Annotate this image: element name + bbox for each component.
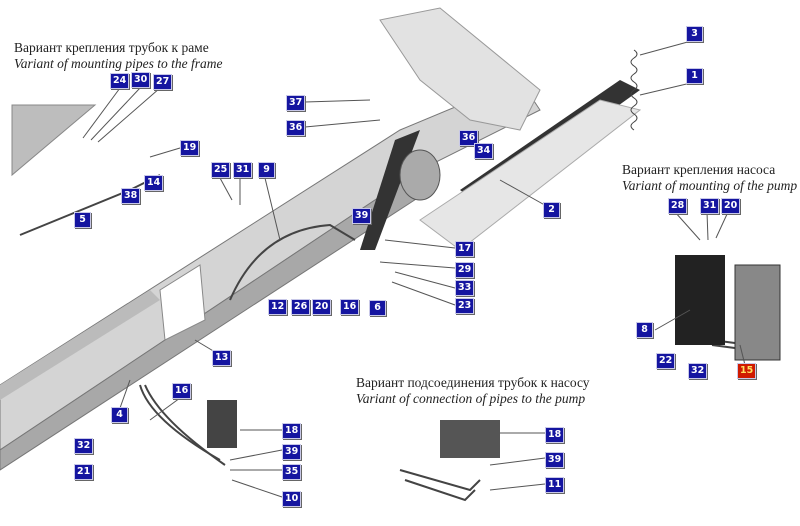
callout-badge[interactable]: 36 xyxy=(286,120,306,136)
callout-badge[interactable]: 16 xyxy=(172,383,192,399)
frame-plate-detail xyxy=(11,104,97,177)
caption-ru: Вариант крепления насоса xyxy=(622,162,776,177)
callout-badge[interactable]: 31 xyxy=(233,162,253,178)
caption-en: Variant of mounting pipes to the frame xyxy=(14,56,223,71)
callout-badge[interactable]: 23 xyxy=(455,298,475,314)
rail-channel xyxy=(419,99,642,251)
callout-badge[interactable]: 10 xyxy=(282,491,302,507)
callout-badge[interactable]: 3 xyxy=(686,26,703,42)
callout-badge[interactable]: 6 xyxy=(369,300,386,316)
callout-badge[interactable]: 39 xyxy=(282,444,302,460)
caption-ru: Вариант подсоединения трубок к насосу xyxy=(356,375,590,390)
callout-badge[interactable]: 39 xyxy=(352,208,372,224)
caption-en: Variant of mounting of the pump xyxy=(622,178,798,193)
leader-lines xyxy=(82,39,746,498)
callout-badge[interactable]: 17 xyxy=(455,241,475,257)
callout-badge[interactable]: 8 xyxy=(636,322,653,338)
callout-badge[interactable]: 13 xyxy=(212,350,232,366)
callout-badge[interactable]: 12 xyxy=(268,299,288,315)
callout-badge[interactable]: 38 xyxy=(121,188,141,204)
callout-badge[interactable]: 30 xyxy=(131,72,151,88)
callout-badge[interactable]: 25 xyxy=(211,162,231,178)
callout-badge[interactable]: 39 xyxy=(545,452,565,468)
caption-frame-mounting: Вариант крепления трубок к раме Variant … xyxy=(14,40,223,72)
callout-badge[interactable]: 24 xyxy=(110,73,130,89)
callout-badge[interactable]: 14 xyxy=(144,175,164,191)
caption-pipe-connection: Вариант подсоединения трубок к насосу Va… xyxy=(356,375,590,407)
callout-badge[interactable]: 35 xyxy=(282,464,302,480)
callout-badge[interactable]: 1 xyxy=(686,68,703,84)
callout-badge[interactable]: 20 xyxy=(312,299,332,315)
callout-badge[interactable]: 4 xyxy=(111,407,128,423)
callout-badge[interactable]: 18 xyxy=(545,427,565,443)
callout-badge[interactable]: 33 xyxy=(455,280,475,296)
callout-badge[interactable]: 21 xyxy=(74,464,94,480)
caption-ru: Вариант крепления трубок к раме xyxy=(14,40,209,55)
callout-badge[interactable]: 31 xyxy=(700,198,720,214)
callout-badge[interactable]: 36 xyxy=(459,130,479,146)
callout-badge[interactable]: 18 xyxy=(282,423,302,439)
hydraulic-cylinder xyxy=(360,130,441,250)
callout-badge[interactable]: 28 xyxy=(668,198,688,214)
callout-badge[interactable]: 16 xyxy=(340,299,360,315)
pump-assembly xyxy=(207,255,781,458)
callout-badge[interactable]: 9 xyxy=(258,162,275,178)
callout-badge[interactable]: 29 xyxy=(455,262,475,278)
caption-pump-mounting: Вариант крепления насоса Variant of moun… xyxy=(622,162,797,194)
callout-badge[interactable]: 37 xyxy=(286,95,306,111)
callout-badge[interactable]: 26 xyxy=(291,299,311,315)
caption-en: Variant of connection of pipes to the pu… xyxy=(356,391,586,406)
callout-badge[interactable]: 11 xyxy=(545,477,565,493)
callout-badge[interactable]: 32 xyxy=(74,438,94,454)
callout-badge[interactable]: 20 xyxy=(721,198,741,214)
callout-badge[interactable]: 22 xyxy=(656,353,676,369)
callout-badge-highlighted[interactable]: 15 xyxy=(737,363,757,379)
callout-badge[interactable]: 27 xyxy=(153,74,173,90)
callout-badge[interactable]: 34 xyxy=(474,143,494,159)
callout-badge[interactable]: 19 xyxy=(180,140,200,156)
callout-badge[interactable]: 2 xyxy=(543,202,560,218)
callout-badge[interactable]: 32 xyxy=(688,363,708,379)
callout-badge[interactable]: 5 xyxy=(74,212,91,228)
spring xyxy=(630,49,638,131)
